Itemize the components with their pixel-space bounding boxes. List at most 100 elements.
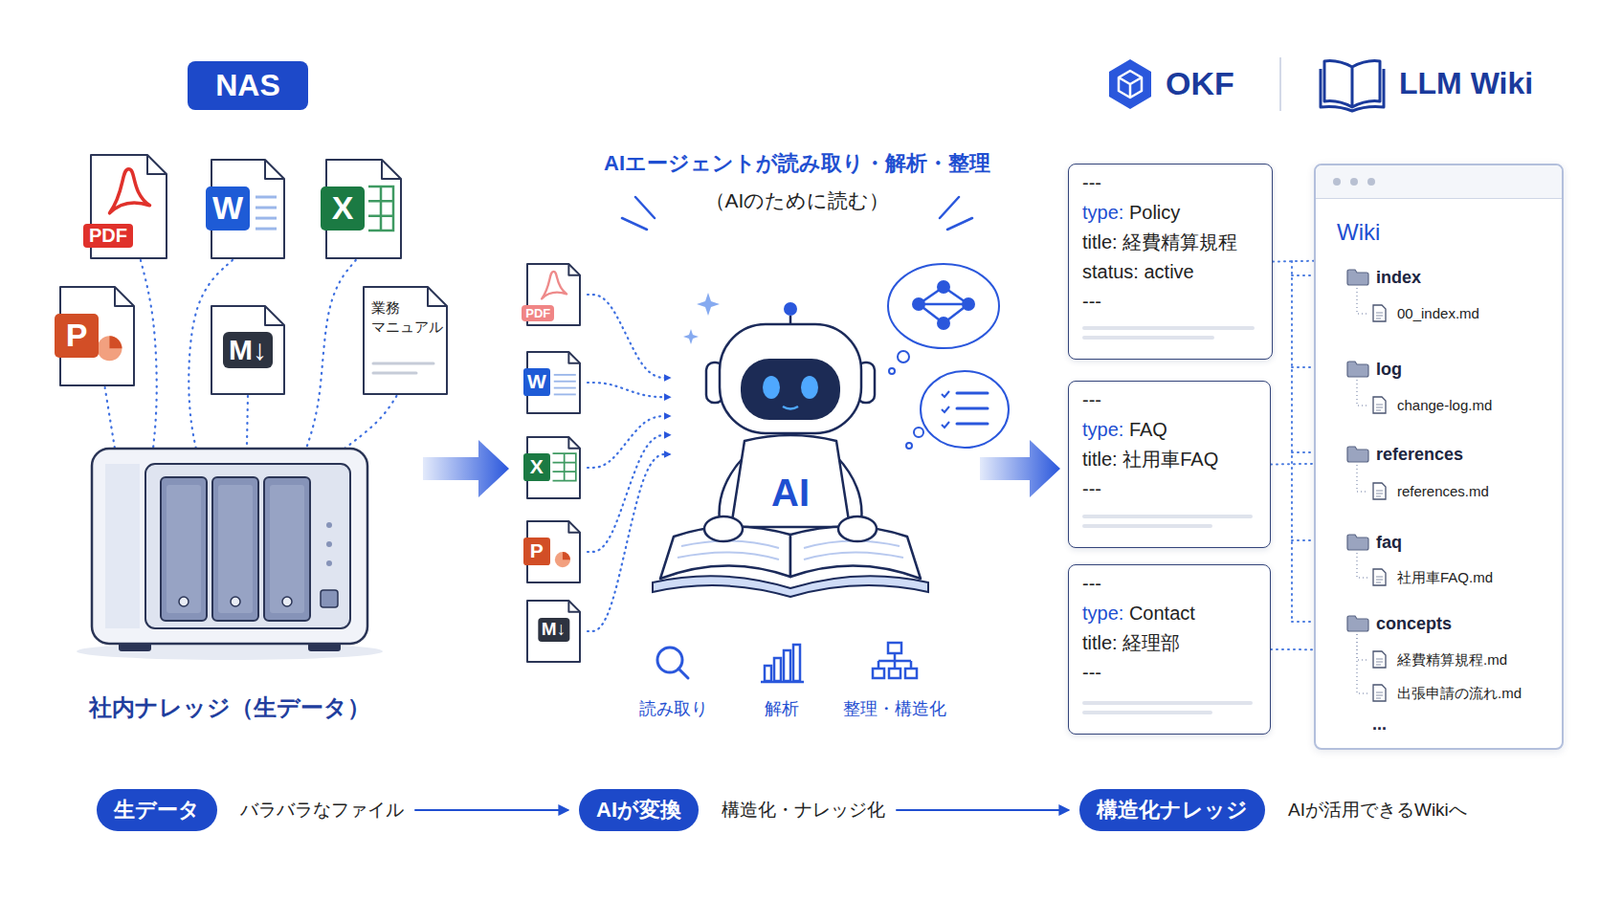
file-icon: P	[525, 519, 582, 585]
placeholder-bar	[1082, 524, 1213, 529]
field-value: FAQ	[1123, 419, 1168, 441]
sparkle	[683, 292, 720, 345]
storage-drawing	[326, 541, 333, 548]
file-small-icon	[1373, 483, 1386, 500]
graph-bubble	[897, 351, 910, 363]
placeholder-bar	[1082, 514, 1253, 519]
robot-drawing	[652, 295, 929, 598]
window-dots	[1333, 177, 1341, 186]
book-icon	[1320, 61, 1384, 112]
sparkle	[696, 292, 720, 316]
doc-sheet	[568, 600, 580, 613]
graph-bubble	[911, 297, 926, 312]
tree-lines	[1356, 634, 1368, 694]
tree-lines	[1356, 634, 1368, 661]
file-name: references.md	[1397, 481, 1489, 503]
meta-card: ---type: Contacttitle: 経理部---	[1067, 564, 1271, 735]
file-name: 経費精算規程.md	[1397, 649, 1508, 671]
connector	[344, 396, 397, 449]
chart-icon	[783, 650, 791, 682]
file-small-icon	[1372, 396, 1387, 415]
file-small-icon	[1376, 404, 1383, 411]
file-small-icon	[1376, 577, 1383, 583]
folder-icon	[1347, 446, 1369, 463]
storage-drawing	[105, 464, 140, 629]
file-tag: PDF	[83, 223, 134, 248]
agent-robot: AI	[669, 295, 929, 598]
connector	[587, 416, 670, 468]
field-key: type:	[1082, 419, 1124, 441]
stage-pill-text: AIが変換	[578, 789, 699, 832]
front-matter-line: ---	[1082, 658, 1253, 689]
doc-sheet	[255, 206, 277, 210]
chart-icon	[793, 644, 800, 682]
doc-sheet	[568, 264, 580, 276]
app-tile: P	[54, 313, 99, 358]
doc-sheet	[554, 374, 577, 377]
folder-icon	[1346, 445, 1370, 464]
connector	[140, 260, 157, 449]
front-matter-line: ---	[1082, 168, 1255, 199]
stage-pill: AIが変換構造化・ナレッジ化	[578, 788, 886, 833]
storage-drawing	[76, 448, 383, 736]
file-tag: PDF	[521, 305, 555, 322]
stage-pill: 構造化ナレッジAIが活用できるWikiへ	[1079, 788, 1467, 833]
badge-text: NAS	[215, 67, 281, 104]
chart-icon	[760, 644, 804, 683]
search-icon	[657, 647, 689, 679]
file-icon: W	[525, 350, 582, 416]
tree-lines	[1356, 553, 1368, 578]
file-icon: P	[58, 285, 136, 388]
doc-sheet	[427, 287, 447, 307]
stage-description: AIが活用できるWikiへ	[1288, 798, 1467, 823]
robot-drawing	[838, 516, 877, 542]
robot-drawing	[783, 302, 798, 316]
front-matter-line: ---	[1082, 287, 1255, 317]
file-small-icon	[1376, 312, 1383, 319]
flow-arrow	[979, 440, 1061, 498]
folder-name: concepts	[1376, 612, 1452, 636]
folder-name: references	[1376, 443, 1464, 467]
doc-sheet	[109, 335, 122, 349]
storage-drawing	[264, 477, 311, 622]
doc-window: Wikiindex00_index.mdlogchange-log.mdrefe…	[1313, 163, 1564, 751]
front-matter-line: type: Contact	[1082, 599, 1253, 629]
robot-drawing	[652, 576, 929, 598]
front-matter-line: ---	[1082, 385, 1253, 416]
ellipsis: ...	[1372, 712, 1387, 736]
graph-bubble	[936, 316, 951, 331]
file-icon: PDF	[525, 262, 582, 328]
robot-drawing	[762, 376, 780, 400]
folder-name: index	[1376, 266, 1422, 289]
file-name: change-log.md	[1397, 395, 1492, 417]
doc-sheet	[554, 380, 577, 383]
front-matter-line: status: active	[1082, 257, 1255, 288]
file-icon: X	[324, 157, 403, 261]
graph-bubble	[936, 280, 951, 294]
doc-sheet	[381, 159, 401, 179]
folder-icon	[1347, 269, 1369, 286]
file-icon: W	[209, 157, 287, 261]
placeholder-bar	[1082, 701, 1253, 706]
file-small-icon	[1376, 659, 1383, 666]
markdown-tile: M↓	[537, 618, 570, 643]
file-small-icon	[1373, 305, 1386, 322]
file-small-icon	[1376, 490, 1383, 497]
connector	[306, 260, 356, 449]
brand-mark	[1109, 59, 1152, 110]
file-small-icon	[1373, 569, 1386, 586]
folder-icon	[1346, 360, 1370, 378]
doc-sheet	[114, 287, 134, 307]
storage-drawing	[160, 477, 207, 622]
connector	[587, 294, 670, 378]
brand-name: OKF	[1165, 65, 1235, 103]
robot-chest-text: AI	[652, 471, 929, 515]
folder-icon	[1347, 361, 1369, 378]
connector	[587, 454, 670, 632]
file-name: 出張申請の流れ.md	[1397, 683, 1522, 705]
tree-lines	[1356, 465, 1368, 492]
connector	[415, 809, 568, 812]
brand-divider	[1279, 57, 1282, 112]
